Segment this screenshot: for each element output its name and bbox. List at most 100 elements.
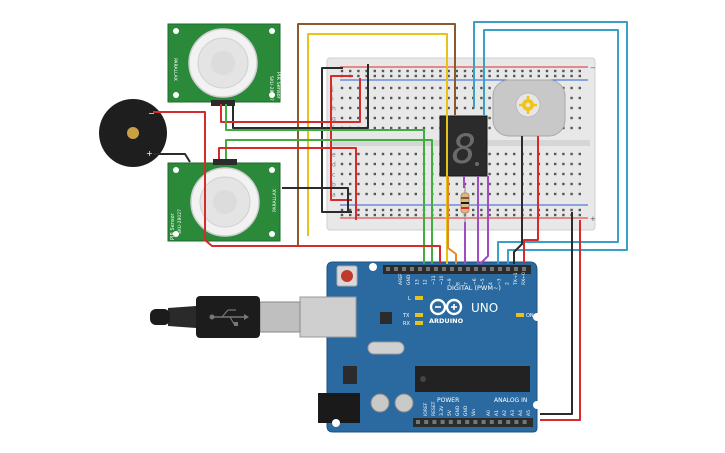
pir-top-part: SKU-28027 [268,76,274,101]
terminal-hole [513,172,516,176]
terminal-hole [463,86,467,90]
terminal-hole [349,96,352,100]
rail-hole [529,213,532,217]
terminal-hole [545,162,549,166]
resistor-band [461,207,469,209]
usb-symbol-icon [209,309,249,326]
terminal-hole [463,106,467,110]
rail-hole [398,69,401,73]
terminal-hole [390,126,393,130]
terminal-hole [545,172,549,176]
wire-black-pir-top [232,64,369,129]
terminal-hole [578,182,581,186]
header-pin [481,420,486,424]
header-pin [442,267,446,271]
digital-header [383,265,531,274]
terminal-hole [496,172,499,176]
header-pin [426,267,430,271]
wire-red-motor [523,136,539,264]
rail-hole [373,69,376,73]
rail-hole [365,74,368,78]
rail-hole [504,74,508,78]
terminal-hole [562,172,565,176]
terminal-hole [570,172,573,176]
terminal-hole [455,182,458,186]
rx-label: RX [403,321,410,327]
terminal-hole [357,182,360,186]
terminal-hole [340,116,344,120]
wire-green-pir-bottom [225,139,433,264]
rail-hole [488,208,491,212]
terminal-hole [578,192,581,196]
pir-bottom-part: SKU-28027 [177,209,183,234]
dc-motor [492,79,566,137]
rail-hole [406,69,409,73]
rail-hole [480,69,483,73]
rail-hole [578,69,581,73]
terminal-hole [373,86,376,90]
wire-black-gnd [540,212,573,415]
terminal-hole [373,106,376,110]
pir-top-hole [269,92,275,98]
voltage-regulator [343,366,357,384]
rail-hole [496,208,499,212]
terminal-hole [381,86,385,90]
terminal-hole [365,182,368,186]
terminal-hole [554,192,557,196]
wire-black-motor [513,136,523,264]
terminal-hole [488,152,491,156]
pir-top-hole [173,92,179,98]
terminal-hole [365,192,368,196]
terminal-hole [349,162,352,166]
terminal-hole [496,162,499,166]
terminal-hole [529,172,532,176]
rail-hole [447,69,450,73]
terminal-hole [480,86,483,90]
terminal-hole [406,182,409,186]
rail-hole [406,208,409,212]
rail-hole [496,213,499,217]
terminal-hole [349,86,352,90]
terminal-hole [373,116,376,120]
terminal-hole [373,192,376,196]
terminal-hole [373,96,376,100]
terminal-hole [406,96,409,100]
terminal-hole [365,96,368,100]
terminal-hole [439,182,442,186]
terminal-hole [463,96,467,100]
terminal-hole [570,126,573,130]
wire-yellow [307,33,448,264]
terminal-hole [340,106,344,110]
header-pin [434,267,438,271]
usb-strain-relief [168,306,196,328]
rail-hole [554,69,557,73]
terminal-hole [406,152,409,156]
rail-hole [349,69,352,73]
rail-hole [381,69,385,73]
buzzer-center [127,127,139,139]
power-pin-label: Vin [471,409,477,416]
header-pin [410,267,414,271]
rail-hole [455,213,458,217]
terminal-hole [570,152,573,156]
digital-pin-label: ~9 [447,278,453,285]
terminal-hole [365,162,368,166]
terminal-hole [439,106,442,110]
rail-hole [422,74,426,78]
terminal-hole [365,172,368,176]
analog-pin-label: A2 [502,410,508,416]
terminal-hole [365,152,368,156]
rail-hole [455,69,458,73]
terminal-hole [357,116,360,120]
arduino-brand: ARDUINO [429,317,464,325]
terminal-hole [414,106,417,110]
terminal-hole [381,192,385,196]
terminal-hole [578,116,581,120]
chip-notch [420,376,426,382]
header-pin [473,420,478,424]
terminal-hole [381,106,385,110]
digital-pin-label: GND [406,274,412,285]
rail-hole [529,69,532,73]
header-pin [448,420,453,424]
digital-pin-label: 4 [488,282,494,285]
